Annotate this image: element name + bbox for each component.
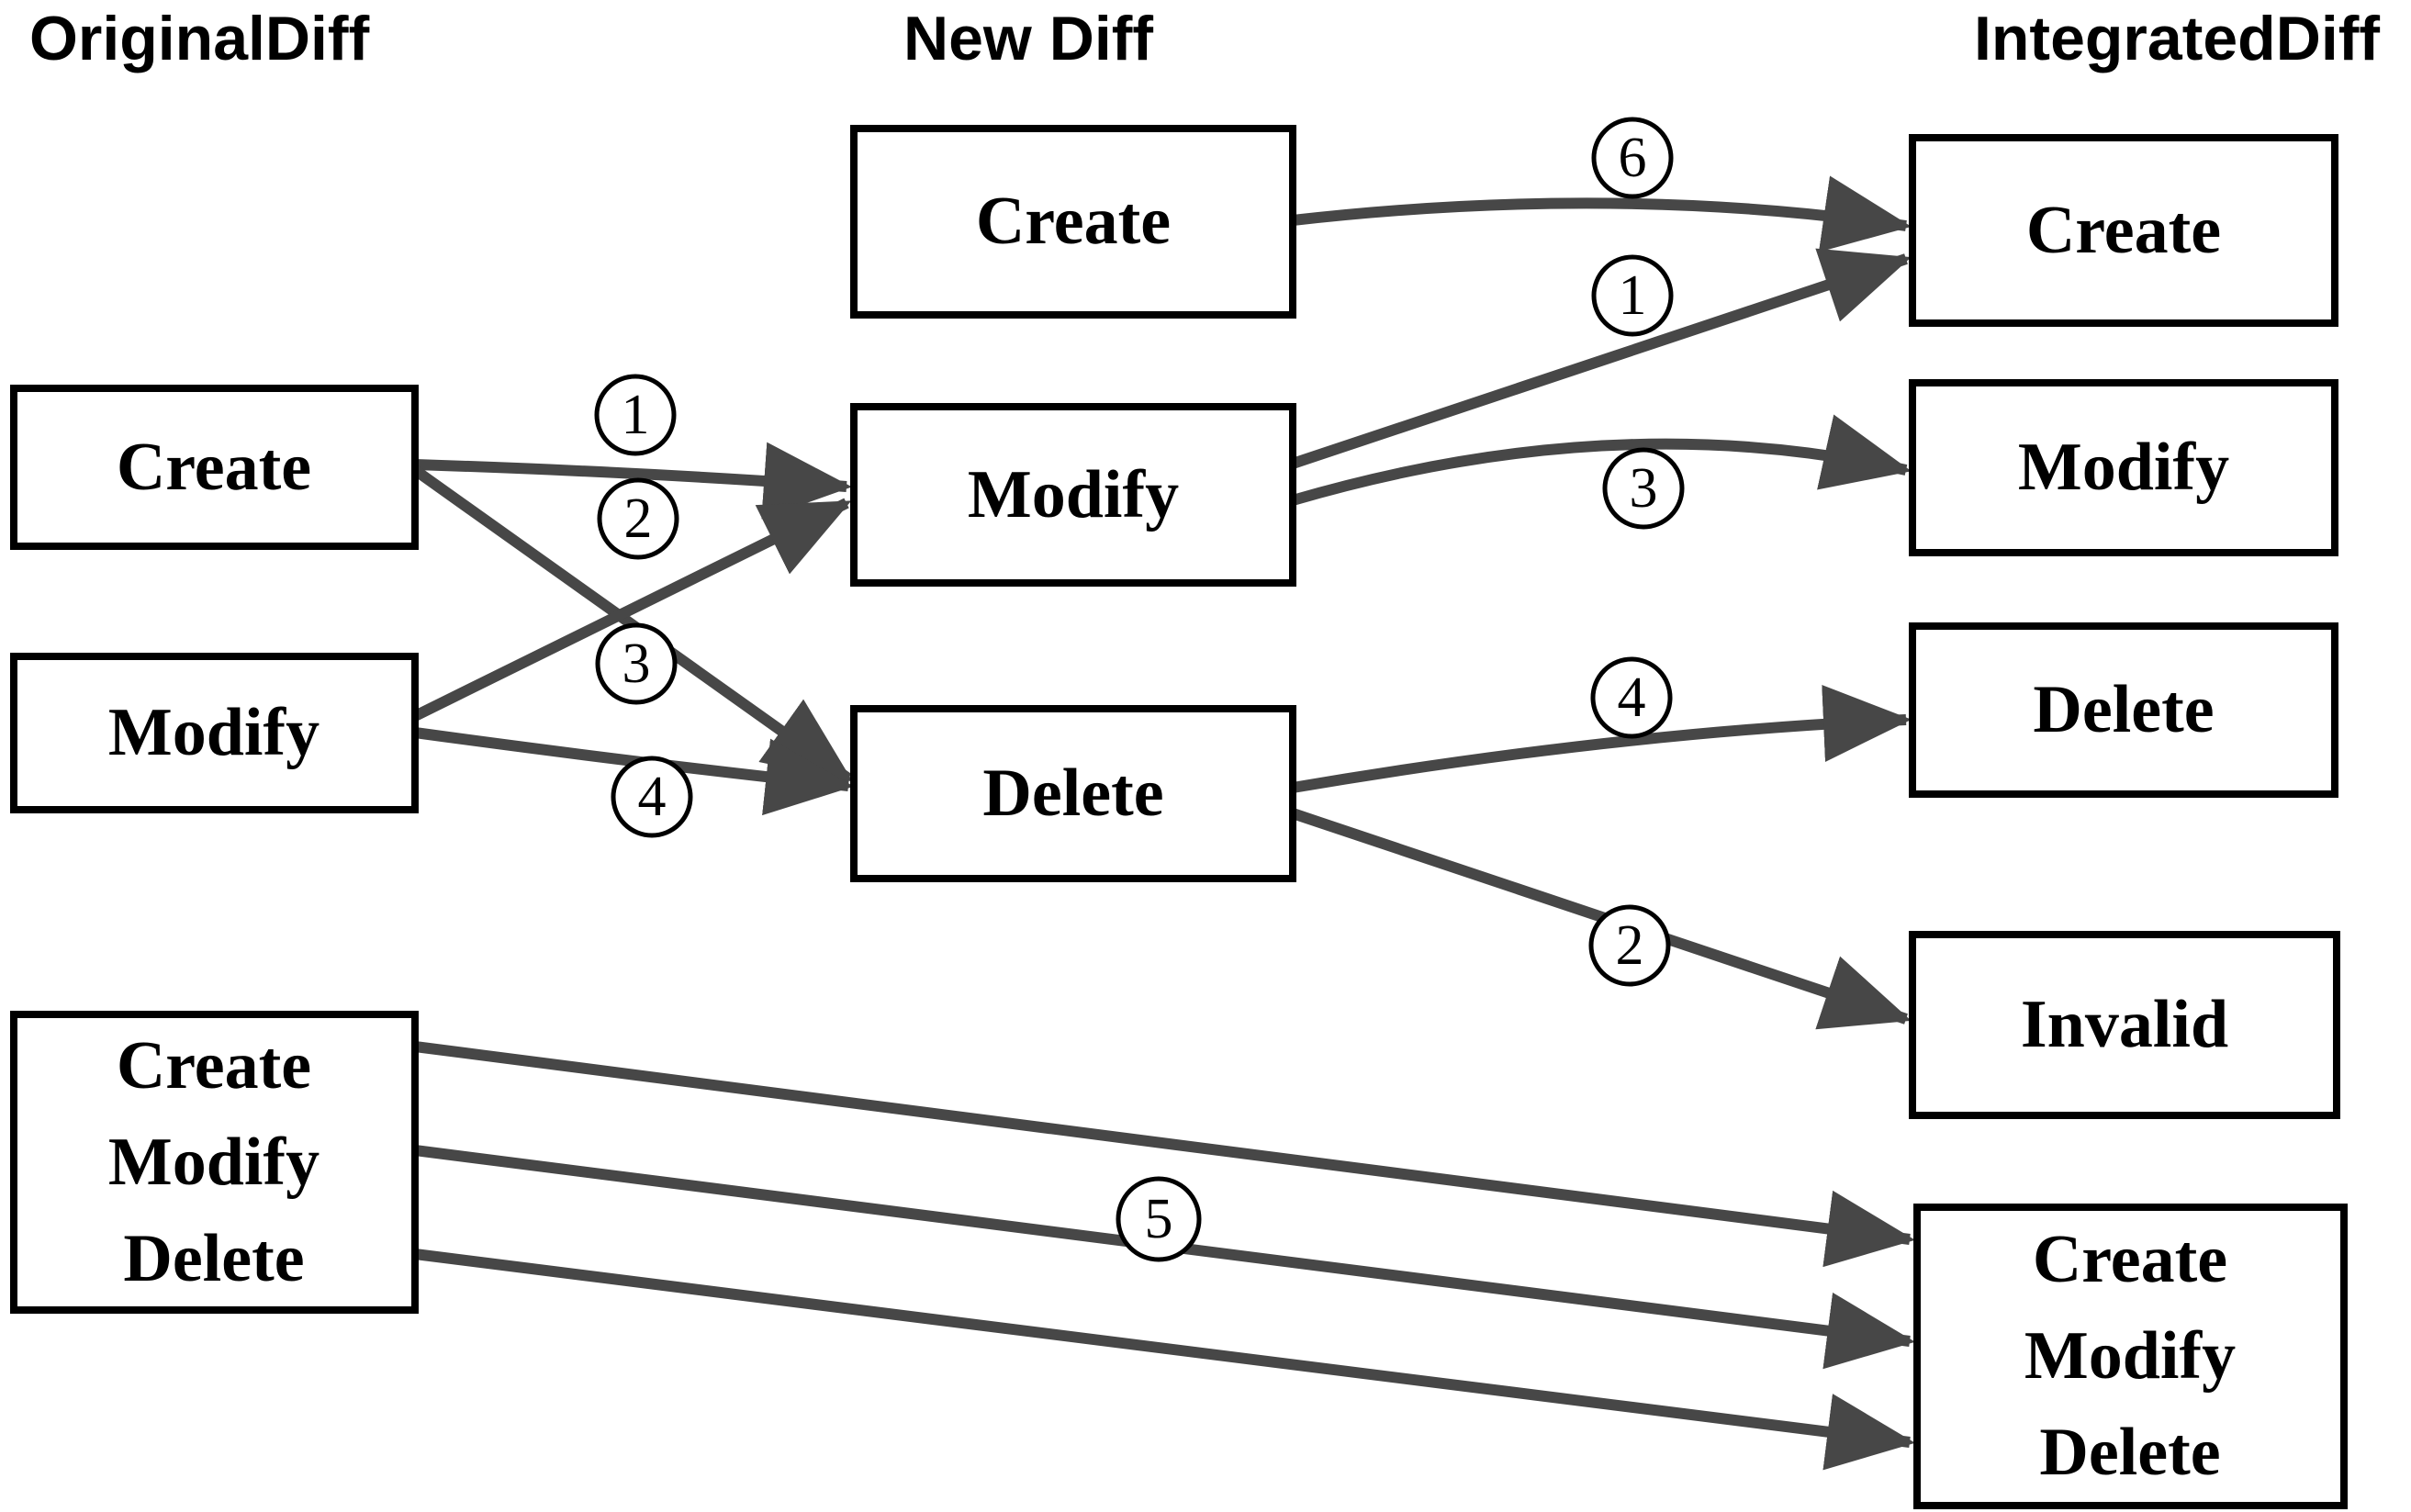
- arrow-rule2-delete-to-invalid: [1291, 808, 1912, 1030]
- box-integrated-delete: [1909, 622, 2338, 798]
- arrow-rule4-delete-to-delete: [1291, 685, 1912, 793]
- circled-number-rule2-right: 2: [1616, 914, 1644, 977]
- box-integrated-invalid: [1909, 931, 2340, 1119]
- box-new-modify: [850, 403, 1296, 587]
- box-original-modify-label: Modify: [108, 695, 320, 770]
- box-integrated-invalid-label: Invalid: [2021, 987, 2228, 1062]
- arrow-rule1-create-to-modify: [414, 442, 852, 520]
- box-new-delete-label: Delete: [982, 756, 1163, 831]
- circled-number-icon-rule1-right: [1591, 254, 1674, 337]
- circled-number-icon-rule5: [1116, 1176, 1202, 1262]
- column-header-integrateddiff: IntegratedDiff: [1974, 4, 2380, 73]
- box-integrated-create-label: Create: [2026, 193, 2221, 268]
- box-integrated-delete-label: Delete: [2033, 672, 2214, 747]
- arrow-rule5-delete: [414, 1249, 1915, 1471]
- box-original-create-label: Create: [117, 430, 311, 505]
- box-original-modify: [10, 653, 419, 813]
- circled-number-icon-rule2-right: [1588, 904, 1671, 987]
- box-integrated-modify-label: Modify: [2018, 430, 2229, 505]
- circled-number-icon-rule4-right: [1590, 656, 1673, 739]
- arrows-new-to-integrated: [1291, 175, 1912, 1030]
- box-integrated-cmd-line-delete: Delete: [2039, 1415, 2220, 1490]
- arrow-rule3-modify-to-modify: [412, 498, 852, 722]
- box-new-modify-label: Modify: [968, 457, 1179, 532]
- box-integrated-cmd-line-modify: Modify: [2024, 1318, 2236, 1394]
- box-integrated-cmd-line-create: Create: [2033, 1222, 2227, 1297]
- box-original-cmd-line-delete: Delete: [123, 1221, 304, 1296]
- integrated-column: Create Modify Delete Invalid Create Modi…: [1909, 134, 2348, 1509]
- circled-number-icon-rule3-left: [595, 622, 678, 705]
- circled-number-icon-rule2-left: [597, 477, 679, 560]
- circled-number-rule5: 5: [1145, 1188, 1173, 1250]
- circled-number-rule6-right: 6: [1619, 127, 1647, 189]
- column-header-originaldiff: OriginalDiff: [29, 4, 370, 73]
- box-original-cmd-line-modify: Modify: [108, 1125, 320, 1200]
- box-original-cmd-line-create: Create: [117, 1028, 311, 1103]
- circled-number-icon-rule3-right: [1602, 447, 1685, 530]
- box-original-create-modify-delete: [10, 1011, 419, 1314]
- circled-number-rule3-left: 3: [622, 633, 651, 695]
- box-new-delete: [850, 705, 1296, 882]
- circled-number-rule3-right: 3: [1630, 457, 1658, 520]
- circled-number-rule4-right: 4: [1618, 666, 1646, 729]
- circled-number-rule4-left: 4: [638, 766, 667, 828]
- arrow-rule6-create-to-create: [1292, 175, 1912, 252]
- column-header-newdiff: New Diff: [903, 4, 1153, 73]
- circled-number-icon-rule4-left: [611, 756, 693, 838]
- box-new-create: [850, 125, 1296, 319]
- circled-number-rule2-left: 2: [624, 487, 653, 550]
- original-column: Create Modify Create Modify Delete: [10, 385, 419, 1314]
- circled-number-rule1-right: 1: [1619, 264, 1647, 327]
- box-integrated-create-modify-delete: [1913, 1204, 2348, 1509]
- edge-number-labels: 1 2 3 4 6 1 3 4 2 5: [594, 117, 1685, 1262]
- arrow-rule1-modify-to-create: [1291, 248, 1912, 469]
- box-original-create: [10, 385, 419, 550]
- box-integrated-modify: [1909, 379, 2338, 556]
- arrow-rule3-modify-to-modify: [1291, 414, 1912, 506]
- circled-number-rule1-left: 1: [622, 384, 650, 446]
- new-diff-column: Create Modify Delete: [850, 125, 1296, 882]
- box-integrated-create: [1909, 134, 2338, 327]
- arrow-rule5-create: [414, 1041, 1915, 1268]
- box-new-create-label: Create: [976, 184, 1171, 259]
- circled-number-icon-rule1-left: [594, 374, 677, 456]
- circled-number-icon-rule6-right: [1591, 117, 1674, 199]
